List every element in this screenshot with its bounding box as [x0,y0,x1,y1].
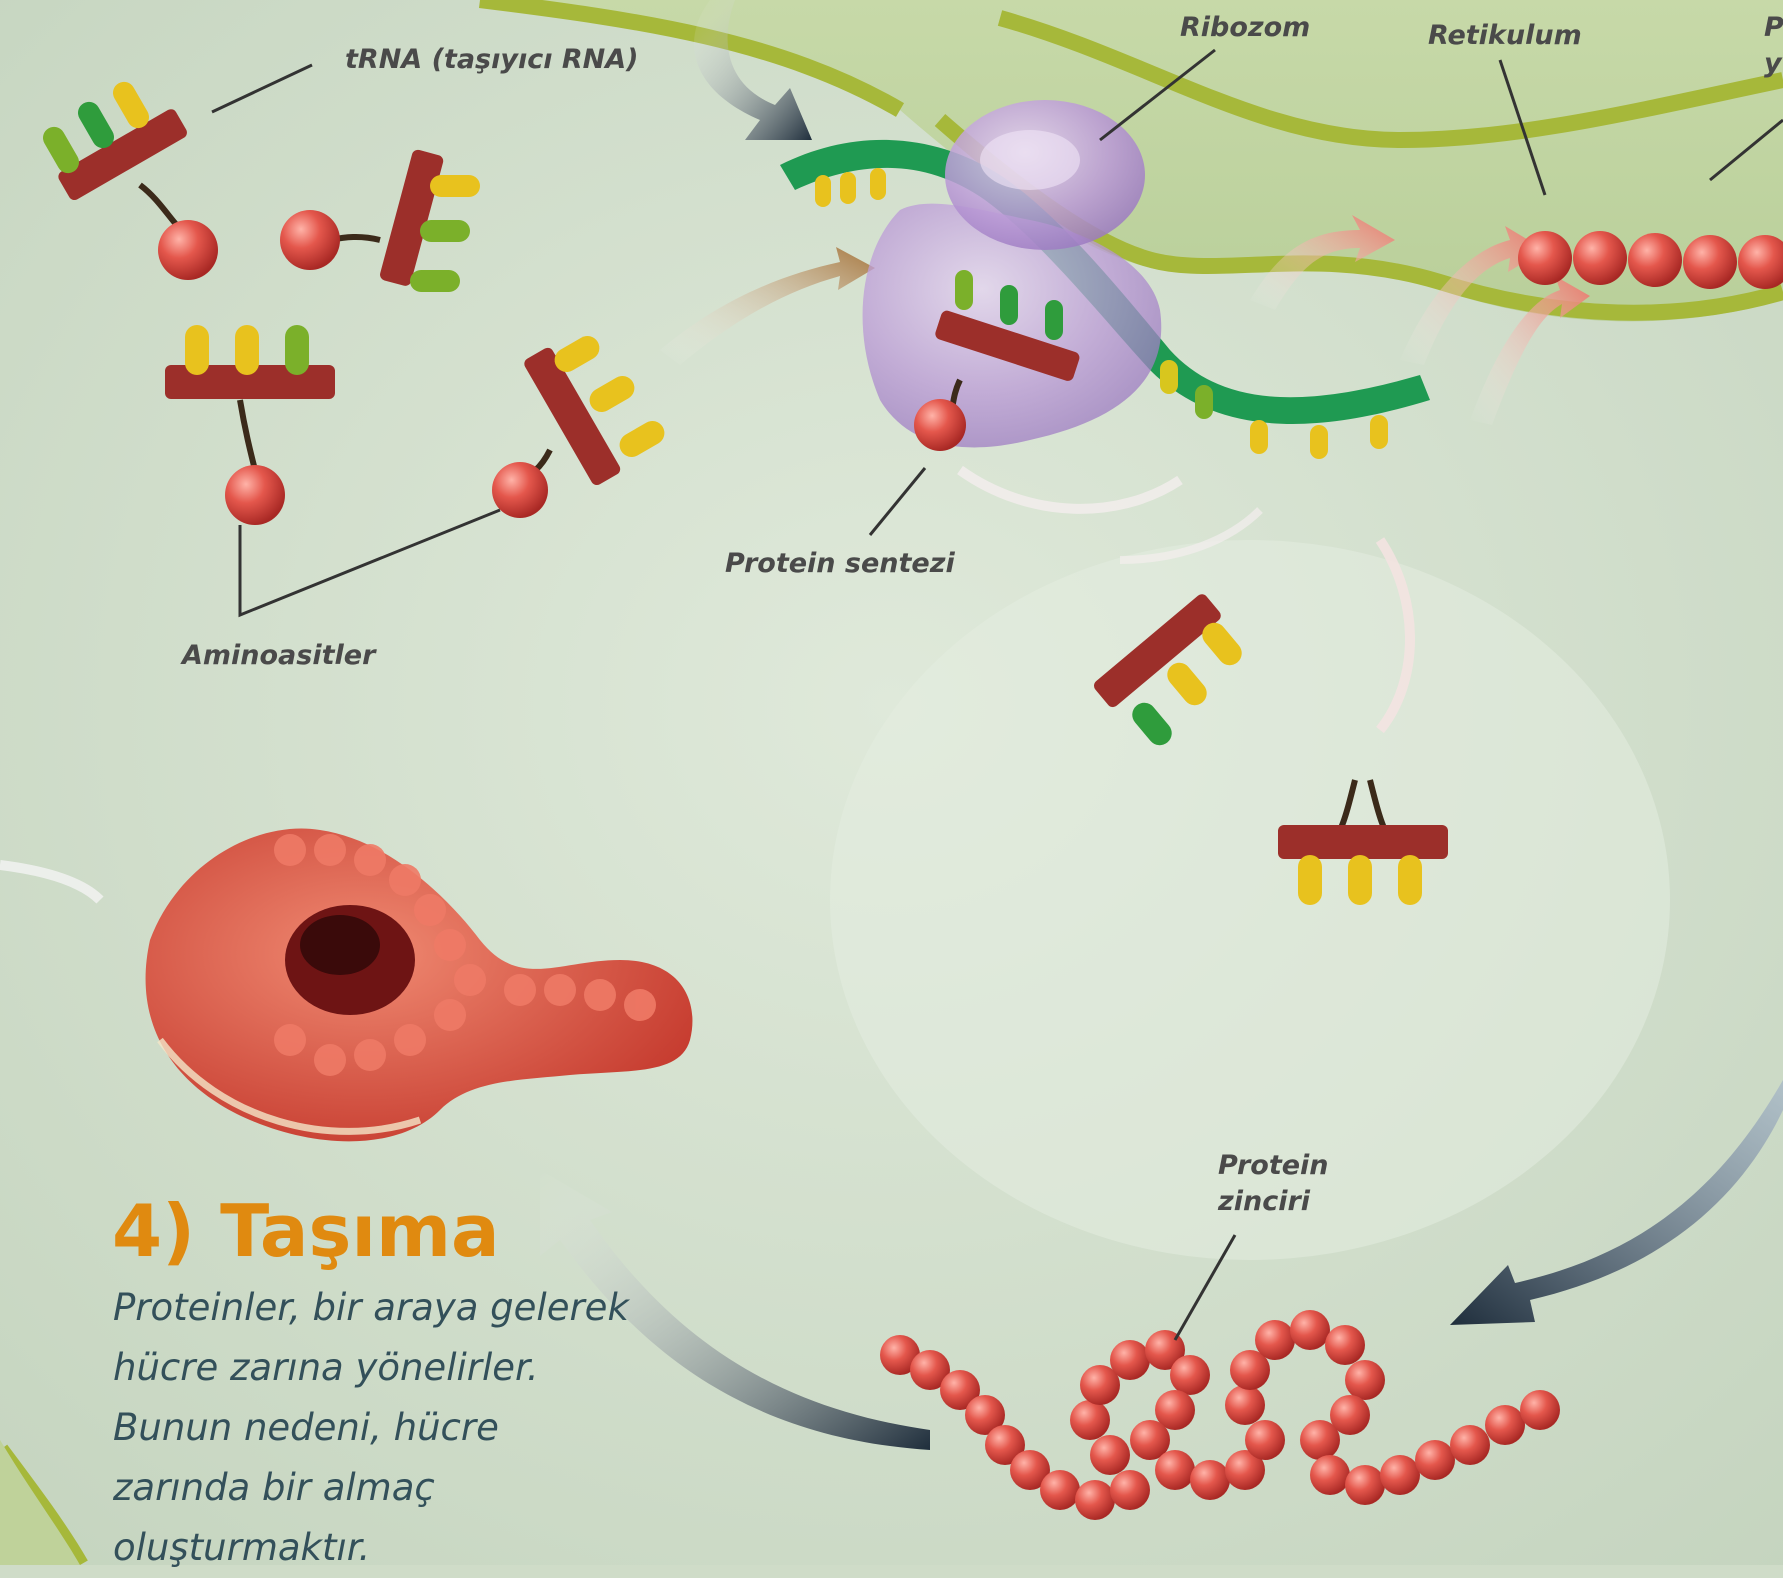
label-trna: tRNA (taşıyıcı RNA) [345,44,639,75]
label-protein-zinciri: Protein zinciri [1218,1148,1338,1220]
section-body-text: Proteinler, bir araya gelerek hücre zarı… [113,1278,633,1578]
label-cut-p: P [1764,12,1783,43]
label-ribozom: Ribozom [1180,12,1310,43]
label-protein-sentezi: Protein sentezi [725,548,955,579]
label-cut-y: y [1764,48,1782,79]
label-aminoasitler: Aminoasitler [182,640,375,671]
section-heading: 4) Taşıma [112,1188,500,1274]
label-retikulum: Retikulum [1428,20,1582,51]
